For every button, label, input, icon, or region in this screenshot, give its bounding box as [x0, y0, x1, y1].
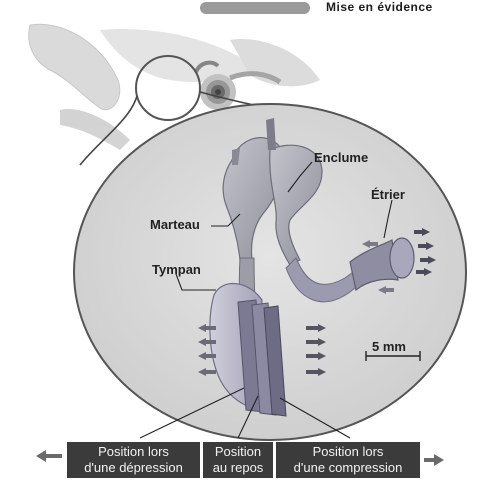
caption-compression-line1: Position lors: [276, 444, 420, 460]
etrier-footplate: [390, 238, 414, 278]
arrow-right-icon: [424, 454, 444, 466]
caption-repos-line2: au repos: [203, 460, 273, 476]
label-marteau: Marteau: [150, 217, 200, 232]
arrow-left-icon: [36, 450, 62, 462]
caption-repos: Position au repos: [203, 442, 273, 478]
caption-compression: Position lors d'une compression: [276, 442, 420, 478]
caption-depression: Position lors d'une dépression: [67, 442, 200, 478]
caption-depression-line1: Position lors: [67, 444, 200, 460]
label-etrier: Étrier: [371, 187, 405, 202]
caption-compression-line2: d'une compression: [276, 460, 420, 476]
label-enclume: Enclume: [314, 150, 368, 165]
caption-repos-line1: Position: [203, 444, 273, 460]
caption-depression-line2: d'une dépression: [67, 460, 200, 476]
scale-label: 5 mm: [372, 339, 406, 354]
label-tympan: Tympan: [152, 262, 201, 277]
